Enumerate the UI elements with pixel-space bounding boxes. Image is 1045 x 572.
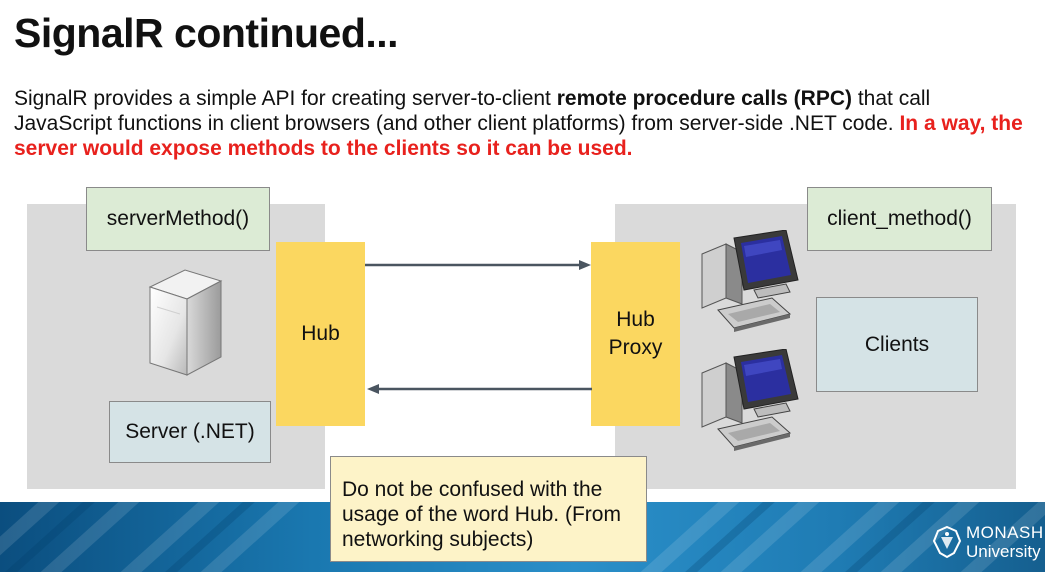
server-label-box: Server (.NET) (109, 401, 271, 463)
hub-proxy-label: Hub Proxy (608, 308, 663, 359)
intro-text-bold: remote procedure calls (RPC) (556, 87, 852, 110)
intro-text-1: SignalR provides a simple API for creati… (14, 87, 557, 110)
clients-label-box: Clients (816, 297, 978, 392)
note-box: Do not be confused with the usage of the… (330, 456, 647, 562)
client-method-box: client_method() (807, 187, 992, 251)
intro-text-highlight: In a way, the server would expose method… (14, 112, 1023, 160)
arrow-to-server-head (367, 384, 379, 394)
intro-text-2: that call JavaScript functions in client… (14, 87, 931, 135)
server-icon (145, 267, 225, 384)
computer-icon (694, 229, 804, 339)
hub-proxy-box: Hub Proxy (591, 242, 680, 426)
arrow-to-clients-head (579, 260, 591, 270)
crest-icon (932, 525, 962, 559)
slide-title: SignalR continued... (14, 10, 399, 56)
connection-arrows (365, 260, 592, 394)
computer-icon (694, 348, 804, 458)
logo-line-2: University (966, 542, 1041, 561)
intro-paragraph: SignalR provides a simple API for creati… (14, 86, 1024, 161)
logo-line-1: MONASH (966, 523, 1044, 542)
monash-logo: MONASH University (932, 523, 1044, 561)
server-method-box: serverMethod() (86, 187, 270, 251)
hub-box: Hub (276, 242, 365, 426)
